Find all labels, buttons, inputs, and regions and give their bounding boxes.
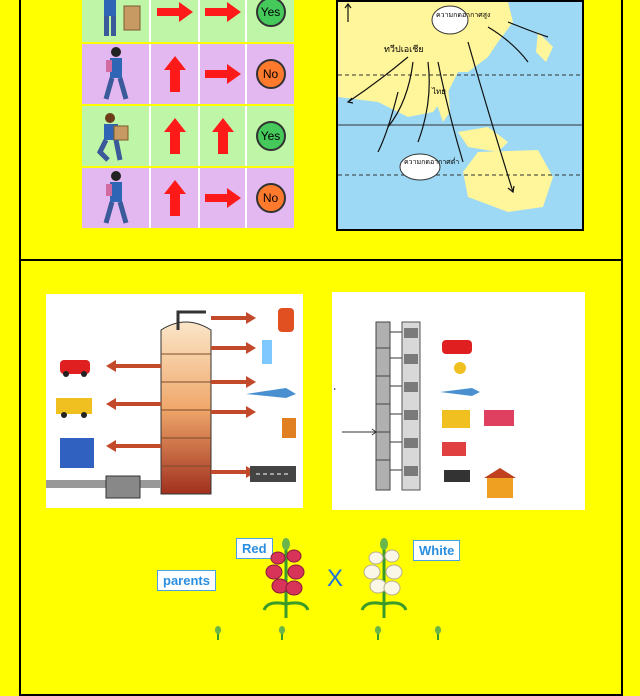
person-walking-figure [82,44,151,104]
answer-cell: No [247,168,294,228]
table-row: Yes [82,106,294,166]
white-parent-label: White [413,540,461,561]
monsoon-map: ความกดอากาศสูง ทวีปเอเชีย ไทย ความกดอากา… [336,0,584,231]
no-badge: No [255,183,286,213]
work-force-table: Yes No [82,0,294,232]
continent-label: ทวีปเอเชีย [384,44,424,54]
answer-cell: No [247,44,294,104]
offspring-sprout-4 [428,626,448,645]
table-row: No [82,44,294,104]
white-snapdragon-image [356,534,412,625]
offspring-sprout-3 [368,626,388,645]
section-divider [19,259,623,261]
answer-cell: Yes [247,0,294,42]
answer-text: Yes [260,129,281,143]
high-pressure-label: ความกดอากาศสูง [436,12,490,19]
svg-text:▸: ▸ [334,386,336,391]
answer-cell: Yes [247,106,294,166]
offspring-sprout-2 [272,626,292,645]
offspring-sprout-1 [208,626,228,645]
cross-symbol: X [327,565,344,592]
person-pushing-box-figure [82,0,151,42]
distillation-diagram-left [46,294,303,508]
force-arrow-up-cell [151,106,200,166]
red-parent-label: Red [236,538,273,559]
distillation-diagram-right: ▸ [332,292,585,510]
yes-badge: Yes [255,121,286,151]
movement-arrow-up-cell [200,106,247,166]
force-arrow-up-cell [151,168,200,228]
movement-arrow-cell [200,44,247,104]
parents-label: parents [157,570,216,591]
answer-text: No [262,191,279,205]
table-row: Yes [82,0,294,42]
table-row: No [82,168,294,228]
answer-text: No [262,67,279,81]
person-walking-figure [82,168,151,228]
low-pressure-label: ความกดอากาศต่ำ [404,157,459,166]
yes-badge: Yes [255,0,286,27]
no-badge: No [255,59,286,89]
movement-arrow-cell [200,0,247,42]
force-arrow-cell [151,0,200,42]
answer-text: Yes [260,5,281,19]
force-arrow-up-cell [151,44,200,104]
country-label: ไทย [431,87,446,96]
person-lifting-box-figure [82,106,151,166]
red-snapdragon-image [258,534,314,625]
movement-arrow-cell [200,168,247,228]
